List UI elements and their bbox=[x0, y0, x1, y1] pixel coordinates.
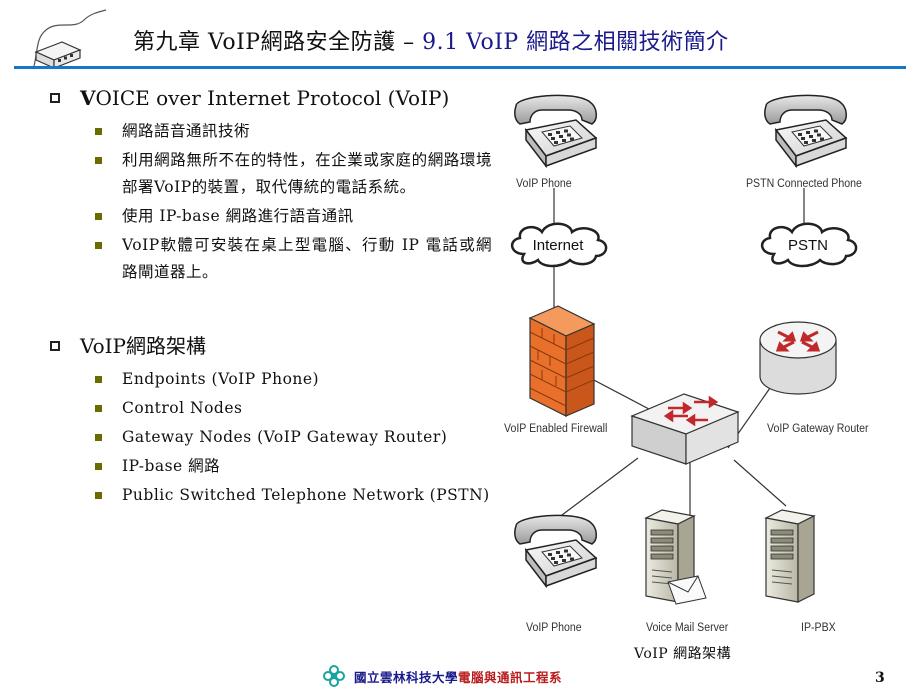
gateway-router-icon bbox=[759, 321, 837, 395]
internet-cloud-label: Internet bbox=[533, 237, 585, 254]
list-item: 利用網路無所不在的特性，在企業或家庭的網路環境部署VoIP的裝置，取代傳統的電話… bbox=[95, 147, 492, 201]
square-bullet-icon bbox=[95, 434, 102, 441]
chapter-title: 第九章 VoIP網路安全防護 – bbox=[133, 30, 423, 55]
footer: 國立雲林科技大學電腦與通訊工程系 bbox=[322, 664, 562, 688]
diagram-caption: VoIP 網路架構 bbox=[634, 646, 732, 662]
architecture-items: Endpoints (VoIP Phone) Control Nodes Gat… bbox=[95, 366, 492, 509]
ip-pbx-server-icon bbox=[765, 509, 815, 603]
department-name: 電腦與通訊工程系 bbox=[458, 669, 563, 685]
voice-mail-label: Voice Mail Server bbox=[646, 622, 729, 634]
square-bullet-icon bbox=[95, 405, 102, 412]
hollow-square-bullet-icon bbox=[50, 341, 60, 351]
pstn-phone-label: PSTN Connected Phone bbox=[746, 178, 862, 190]
section-heading-architecture: VoIP網路架構 bbox=[50, 332, 492, 360]
page-number: 3 bbox=[875, 670, 885, 686]
list-item: 網路語音通訊技術 bbox=[95, 118, 492, 145]
square-bullet-icon bbox=[95, 128, 102, 135]
list-item: Public Switched Telephone Network (PSTN) bbox=[95, 482, 492, 509]
heading-initial: V bbox=[80, 86, 96, 110]
heading-text: VoIP網路架構 bbox=[80, 334, 207, 358]
header-divider bbox=[14, 66, 906, 69]
square-bullet-icon bbox=[95, 157, 102, 164]
bullet-content: VOICE over Internet Protocol (VoIP) 網路語音… bbox=[50, 84, 492, 511]
section-heading-voip: VOICE over Internet Protocol (VoIP) bbox=[50, 84, 492, 112]
section-title: 9.1 VoIP 網路之相關技術簡介 bbox=[422, 30, 729, 55]
voip-phone-label: VoIP Phone bbox=[516, 178, 572, 190]
firewall-icon bbox=[528, 305, 596, 417]
square-bullet-icon bbox=[95, 463, 102, 470]
network-device-icon bbox=[33, 9, 107, 69]
university-logo-icon bbox=[323, 665, 345, 687]
list-item: Gateway Nodes (VoIP Gateway Router) bbox=[95, 424, 492, 451]
mail-envelope-icon bbox=[667, 575, 707, 605]
voip-architecture-diagram: Internet PSTN bbox=[498, 78, 910, 668]
diagram-graphics: Internet PSTN bbox=[510, 94, 858, 605]
list-item: VoIP軟體可安裝在桌上型電腦、行動 IP 電話或網路閘道器上。 bbox=[95, 232, 492, 286]
ip-pbx-label: IP-PBX bbox=[801, 622, 836, 634]
pstn-phone-icon bbox=[764, 94, 848, 167]
voip-phone-icon bbox=[514, 94, 598, 167]
voip-phone-label: VoIP Phone bbox=[526, 622, 582, 634]
square-bullet-icon bbox=[95, 242, 102, 249]
page-title: 第九章 VoIP網路安全防護 – 9.1 VoIP 網路之相關技術簡介 bbox=[133, 24, 729, 56]
square-bullet-icon bbox=[95, 492, 102, 499]
list-item: 使用 IP-base 網路進行語音通訊 bbox=[95, 203, 492, 230]
network-switch-icon bbox=[630, 393, 740, 465]
heading-text: OICE over Internet Protocol (VoIP) bbox=[95, 86, 450, 110]
list-item: Endpoints (VoIP Phone) bbox=[95, 366, 492, 393]
square-bullet-icon bbox=[95, 376, 102, 383]
square-bullet-icon bbox=[95, 213, 102, 220]
school-name: 國立雲林科技大學 bbox=[354, 669, 459, 685]
pstn-cloud-label: PSTN bbox=[788, 237, 828, 254]
voip-items: 網路語音通訊技術 利用網路無所不在的特性，在企業或家庭的網路環境部署VoIP的裝… bbox=[95, 118, 492, 286]
voip-phone-icon bbox=[514, 514, 598, 587]
list-item: IP-base 網路 bbox=[95, 453, 492, 480]
hollow-square-bullet-icon bbox=[50, 93, 60, 103]
firewall-label: VoIP Enabled Firewall bbox=[504, 423, 608, 435]
list-item: Control Nodes bbox=[95, 395, 492, 422]
gateway-router-label: VoIP Gateway Router bbox=[767, 423, 869, 435]
